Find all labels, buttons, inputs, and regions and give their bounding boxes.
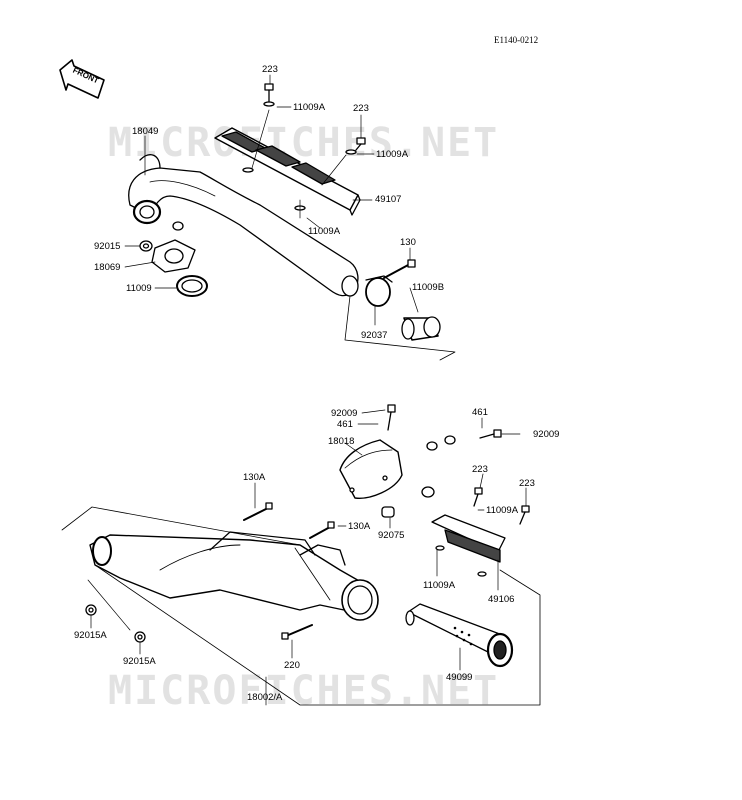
diagram-code: E1140-0212 bbox=[494, 35, 539, 45]
front-arrow-icon bbox=[59, 59, 105, 99]
label-223-d: 223 bbox=[519, 478, 535, 489]
label-49099: 49099 bbox=[446, 672, 473, 683]
bolt-92009-a bbox=[387, 404, 396, 431]
flange-18069 bbox=[151, 239, 196, 273]
watermark-top: MICROFICHES.NET bbox=[108, 120, 500, 166]
label-92037: 92037 bbox=[361, 330, 388, 341]
label-18049: 18049 bbox=[132, 126, 159, 137]
clamp-92037 bbox=[365, 275, 393, 307]
washer-11009A-e bbox=[435, 545, 445, 551]
nut-92015 bbox=[139, 240, 153, 252]
label-11009A-e: 11009A bbox=[423, 580, 456, 591]
gasket-11009 bbox=[176, 275, 208, 297]
label-92015A-b: 92015A bbox=[123, 656, 156, 667]
bolt-220 bbox=[281, 624, 313, 640]
bolt-223-b bbox=[321, 137, 366, 186]
label-92075: 92075 bbox=[378, 530, 405, 541]
label-11009: 11009 bbox=[126, 283, 152, 294]
label-18018: 18018 bbox=[328, 436, 355, 447]
bolt-130 bbox=[383, 259, 416, 279]
nut-92015A-a bbox=[85, 604, 97, 616]
bolt-130A-b bbox=[309, 521, 335, 539]
label-92009-a: 92009 bbox=[331, 408, 358, 419]
damper-92075 bbox=[381, 506, 395, 518]
muffler-18002A bbox=[89, 531, 379, 621]
bolt-223-a bbox=[251, 83, 275, 169]
label-49107: 49107 bbox=[375, 194, 402, 205]
label-223-a: 223 bbox=[262, 64, 278, 75]
label-92009-b: 92009 bbox=[533, 429, 560, 440]
damper-92075-b bbox=[421, 486, 435, 498]
nut-92015-b bbox=[172, 221, 184, 231]
bolt-92009-b bbox=[479, 429, 502, 439]
cover-18018 bbox=[339, 439, 403, 499]
label-130: 130 bbox=[400, 237, 416, 248]
label-18069: 18069 bbox=[94, 262, 121, 273]
label-130A-b: 130A bbox=[348, 521, 371, 532]
watermark-bottom: MICROFICHES.NET bbox=[108, 668, 500, 714]
leader-lines bbox=[90, 74, 527, 706]
bracket-49106 bbox=[431, 514, 506, 563]
bolt-223-c bbox=[473, 487, 483, 507]
label-223-b: 223 bbox=[353, 103, 369, 114]
label-11009A-a: 11009A bbox=[293, 102, 326, 113]
bolt-223-d bbox=[519, 505, 530, 525]
nut-461-b bbox=[444, 435, 456, 445]
nut-461-a bbox=[426, 441, 438, 451]
label-11009A-c: 11009A bbox=[308, 226, 341, 237]
label-130A-a: 130A bbox=[243, 472, 266, 483]
label-11009A-d: 11009A bbox=[486, 505, 519, 516]
label-223-c: 223 bbox=[472, 464, 488, 475]
heat-guard-49107 bbox=[214, 127, 361, 216]
washer-11009A-f bbox=[477, 571, 487, 577]
label-220: 220 bbox=[284, 660, 300, 671]
bolt-130A-a bbox=[243, 502, 273, 521]
label-92015A-a: 92015A bbox=[74, 630, 107, 641]
label-92015: 92015 bbox=[94, 241, 121, 252]
spark-arrestor-49099 bbox=[405, 603, 514, 668]
label-461-b: 461 bbox=[472, 407, 488, 418]
label-18002A: 18002/A bbox=[247, 692, 283, 703]
washer-11009A-upper bbox=[242, 167, 254, 173]
collar-11009B bbox=[401, 316, 441, 341]
label-11009A-b: 11009A bbox=[376, 149, 409, 160]
label-49106: 49106 bbox=[488, 594, 515, 605]
label-461-a: 461 bbox=[337, 419, 353, 430]
nut-92015A-b bbox=[134, 631, 146, 643]
label-11009B: 11009B bbox=[412, 282, 445, 293]
